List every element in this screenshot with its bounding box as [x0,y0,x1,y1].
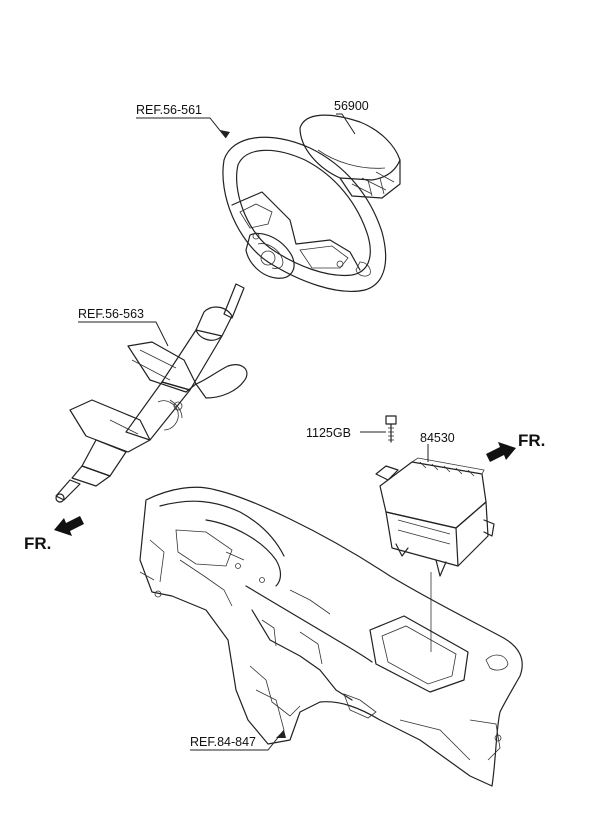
driver-airbag-module[interactable] [299,114,401,199]
label-airbag-driver: 56900 [334,99,369,113]
label-ref-steering-wheel: REF.56-561 [136,103,202,117]
label-bolt: 1125GB [306,426,351,440]
label-ref-steering-column: REF.56-563 [78,307,144,321]
front-label-left: FR. [24,534,51,553]
crash-pad-panel[interactable] [139,486,523,787]
label-airbag-passenger: 84530 [420,431,455,445]
label-ref-crash-pad: REF.84-847 [190,735,256,749]
steering-wheel[interactable] [222,136,387,292]
front-marker-right: FR. [486,431,545,462]
steering-column[interactable] [55,283,248,503]
leader-arrowhead [276,730,286,738]
leader-lines [78,113,429,751]
front-arrow-right-icon [486,442,516,462]
bolt-1125gb[interactable] [385,415,397,443]
front-label-right: FR. [518,431,545,450]
passenger-airbag-module[interactable] [375,457,495,652]
front-arrow-left-icon [54,516,84,536]
front-marker-left: FR. [24,516,84,553]
leader-arrowhead [220,130,230,138]
